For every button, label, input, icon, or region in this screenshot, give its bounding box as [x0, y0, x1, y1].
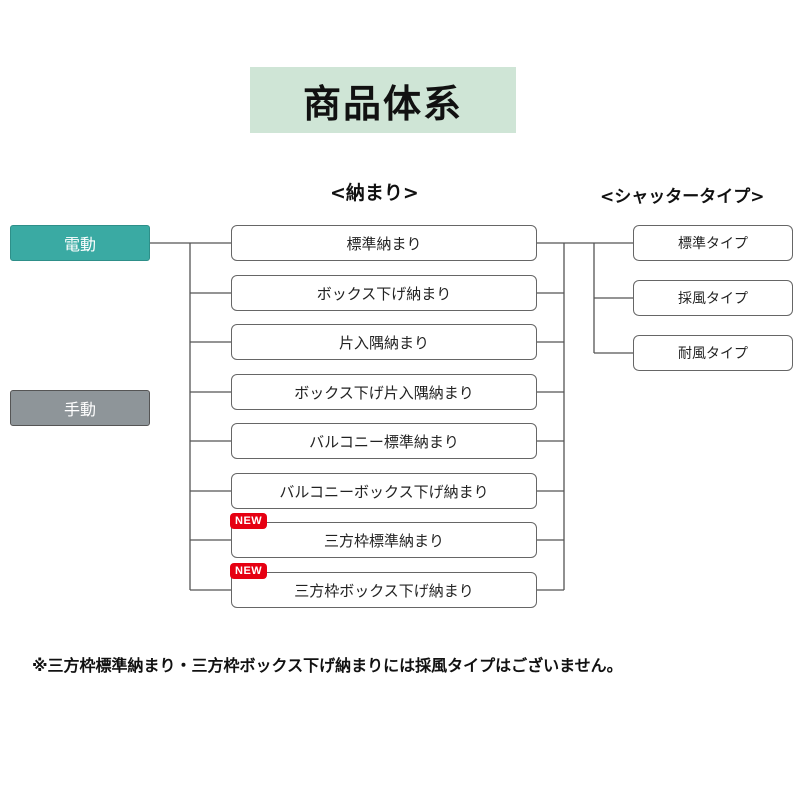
- osamari-item-label: バルコニーボックス下げ納まり: [279, 482, 489, 501]
- osamari-item-label: 三方枠ボックス下げ納まり: [294, 581, 474, 600]
- electric-drive-label: 電動: [10, 225, 150, 261]
- new-badge: NEW: [230, 513, 268, 529]
- osamari-item: 標準納まり: [231, 225, 537, 261]
- shutter-type-label: 採風タイプ: [678, 291, 748, 307]
- shutter-type-label: 耐風タイプ: [678, 346, 748, 362]
- page-title: 商品体系: [250, 67, 516, 133]
- shutter-type-item: 採風タイプ: [633, 280, 793, 316]
- shutter-type-heading: <シャッタータイプ>: [600, 187, 765, 207]
- shutter-type-item: 耐風タイプ: [633, 335, 793, 371]
- osamari-item: ボックス下げ片入隅納まり: [231, 374, 537, 410]
- osamari-item: NEW 三方枠標準納まり: [230, 513, 537, 558]
- osamari-item-label: バルコニー標準納まり: [309, 432, 459, 451]
- new-badge: NEW: [230, 563, 268, 579]
- osamari-item-label: ボックス下げ片入隅納まり: [294, 383, 474, 402]
- osamari-item: バルコニー標準納まり: [231, 423, 537, 459]
- manual-drive-label: 手動: [10, 390, 150, 426]
- osamari-item-label: 片入隅納まり: [338, 333, 429, 352]
- osamari-item-label: 標準納まり: [346, 234, 422, 253]
- shutter-type-label: 標準タイプ: [678, 236, 748, 252]
- footnote: ※三方枠標準納まり・三方枠ボックス下げ納まりには採風タイプはございません。: [32, 656, 623, 675]
- osamari-item: バルコニーボックス下げ納まり: [231, 473, 537, 509]
- osamari-item-label: 三方枠標準納まり: [323, 531, 444, 550]
- osamari-item: NEW 三方枠ボックス下げ納まり: [230, 563, 537, 608]
- osamari-heading: <納まり>: [330, 182, 419, 204]
- osamari-item-label: ボックス下げ納まり: [316, 284, 452, 303]
- shutter-type-item: 標準タイプ: [633, 225, 793, 261]
- osamari-item: 片入隅納まり: [231, 324, 537, 360]
- osamari-item: ボックス下げ納まり: [231, 275, 537, 311]
